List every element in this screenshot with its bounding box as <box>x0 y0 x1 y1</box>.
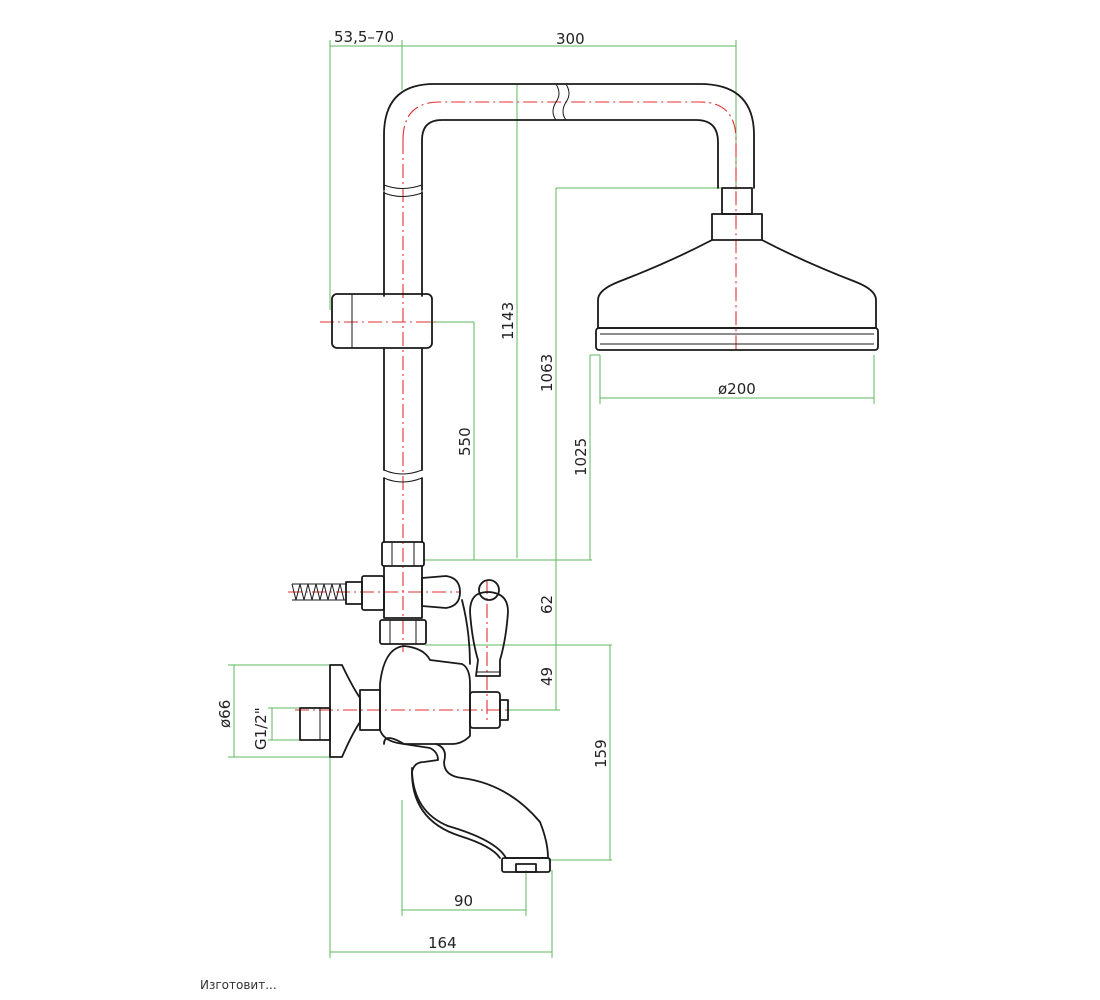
dim-slider: 550 <box>456 427 474 456</box>
dim-height-total: 1143 <box>499 302 517 340</box>
mixer-body <box>299 579 509 758</box>
dim-height-head: 1063 <box>538 354 556 392</box>
diverter-knob <box>421 575 461 609</box>
slider-bracket <box>331 293 433 349</box>
tap-lever <box>469 591 509 677</box>
diverter-block <box>291 565 461 645</box>
shower-head <box>595 187 879 351</box>
dimension-labels: 53,5–70 300 1143 1063 1025 550 62 49 159… <box>216 28 756 952</box>
dim-spout-reach: 90 <box>454 892 473 910</box>
dim-diverter: 62 <box>538 595 556 614</box>
hose-nut <box>361 575 385 611</box>
dim-thread: G1/2" <box>252 707 270 750</box>
dimension-lines <box>228 40 875 958</box>
dim-flange-diameter: ø66 <box>216 700 234 728</box>
footer-caption: Изготовит... <box>200 978 277 992</box>
dim-top-offset: 53,5–70 <box>334 28 394 46</box>
dim-arm-length: 300 <box>556 30 585 48</box>
dim-spout-drop: 159 <box>592 739 610 768</box>
riser-pipe <box>331 83 755 567</box>
dim-body-diverter: 49 <box>538 667 556 686</box>
dim-head-diameter: ø200 <box>718 380 756 398</box>
center-lines <box>288 101 737 720</box>
dim-overall-depth: 164 <box>428 934 457 952</box>
bath-spout <box>383 737 551 873</box>
wall-flange <box>329 664 361 758</box>
riser-coupling <box>381 541 425 567</box>
dim-height-head-face: 1025 <box>572 438 590 476</box>
